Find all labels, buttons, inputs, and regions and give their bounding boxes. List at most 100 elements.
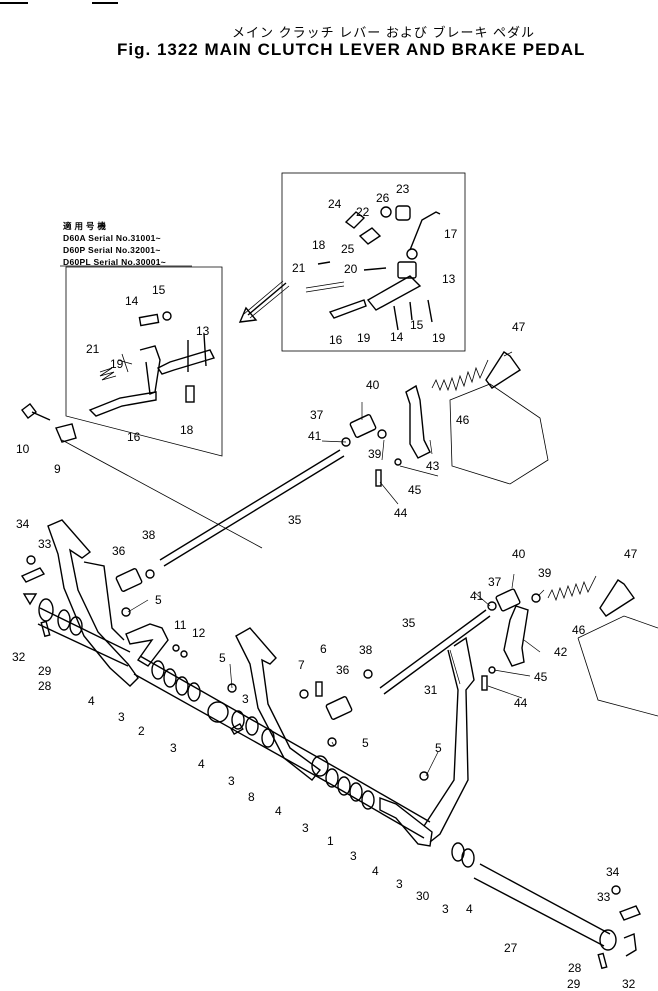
callout-47a: 47 [512, 320, 526, 334]
callout-14a: 14 [125, 294, 139, 308]
callout-24: 24 [328, 197, 342, 211]
callout-3e: 3 [302, 821, 309, 835]
callout-17: 17 [444, 227, 458, 241]
callout-32a: 32 [12, 650, 26, 664]
callout-5d: 5 [435, 741, 442, 755]
callout-35a: 35 [288, 513, 302, 527]
japanese-title: メイン クラッチ レバー および ブレーキ ペダル [232, 25, 536, 40]
callout-40a: 40 [366, 378, 380, 392]
callout-3b: 3 [170, 741, 177, 755]
callout-18b: 18 [312, 238, 326, 252]
callout-26: 26 [376, 191, 390, 205]
callout-20: 20 [344, 262, 358, 276]
callout-11: 11 [174, 618, 187, 632]
callout-1: 1 [327, 834, 334, 848]
brake-pedal-assembly [20, 351, 658, 970]
callout-13b: 13 [442, 272, 456, 286]
callout-38a: 38 [142, 528, 156, 542]
serial-line-2: D60P Serial No.32001~ [63, 245, 161, 255]
callout-29a: 29 [38, 664, 52, 678]
callout-25: 25 [341, 242, 355, 256]
inset-arrow [238, 280, 290, 323]
callout-13a: 13 [196, 324, 210, 338]
callout-27: 27 [504, 941, 518, 955]
callout-12: 12 [192, 626, 206, 640]
callout-4e: 4 [466, 902, 473, 916]
callout-46a: 46 [456, 413, 470, 427]
callout-41b: 41 [470, 589, 484, 603]
callout-22: 22 [356, 205, 370, 219]
callout-3g: 3 [396, 877, 403, 891]
figure-title: Fig. 1322 MAIN CLUTCH LEVER AND BRAKE PE… [117, 40, 586, 59]
callout-9: 9 [54, 462, 61, 476]
callout-19c: 19 [432, 331, 446, 345]
serial-line-1: D60A Serial No.31001~ [63, 233, 161, 243]
callout-16b: 16 [329, 333, 343, 347]
callout-5a: 5 [155, 593, 162, 607]
right-inset-parts [305, 205, 441, 331]
callout-3a: 3 [118, 710, 125, 724]
callout-4b: 4 [198, 757, 205, 771]
callout-18a: 18 [180, 423, 194, 437]
callout-34b: 34 [606, 865, 620, 879]
callout-34a: 34 [16, 517, 30, 531]
callout-21a: 21 [86, 342, 100, 356]
callout-5c: 5 [362, 736, 369, 750]
callout-31: 31 [424, 683, 438, 697]
callout-42: 42 [554, 645, 568, 659]
callout-44b: 44 [514, 696, 528, 710]
callout-30: 30 [416, 889, 430, 903]
callout-4a: 4 [88, 694, 95, 708]
callout-15a: 15 [152, 283, 166, 297]
callout-44a: 44 [394, 506, 408, 520]
callout-35b: 35 [402, 616, 416, 630]
inset-box-right [281, 172, 466, 352]
bolt-and-bracket [21, 403, 263, 549]
callout-19a: 19 [110, 357, 124, 371]
callout-28a: 28 [38, 679, 52, 693]
callout-33a: 33 [38, 537, 52, 551]
callout-16a: 16 [127, 430, 141, 444]
callout-7: 7 [298, 658, 305, 672]
callout-28b: 28 [568, 961, 582, 975]
callout-23: 23 [396, 182, 410, 196]
callout-40b: 40 [512, 547, 526, 561]
callout-39a: 39 [368, 447, 382, 461]
leader-lines [127, 351, 545, 777]
callout-14b: 14 [390, 330, 404, 344]
inset-box-left [65, 266, 223, 457]
callout-45a: 45 [408, 483, 422, 497]
callout-36a: 36 [112, 544, 126, 558]
callout-32b: 32 [622, 977, 636, 991]
callout-43: 43 [426, 459, 440, 473]
callout-2: 2 [138, 724, 145, 738]
callout-3d: 3 [242, 692, 249, 706]
callout-46b: 46 [572, 623, 586, 637]
callout-15b: 15 [410, 318, 424, 332]
callout-6: 6 [320, 642, 327, 656]
callout-38b: 38 [359, 643, 373, 657]
callout-21b: 21 [292, 261, 306, 275]
callout-5b: 5 [219, 651, 226, 665]
callout-8: 8 [248, 790, 255, 804]
callout-labels: 1 2 3 3 3 3 3 3 3 3 4 4 4 4 4 5 5 5 5 6 … [12, 182, 638, 991]
serial-heading: 適 用 号 機 [63, 221, 107, 231]
callout-36b: 36 [336, 663, 350, 677]
callout-47b: 47 [624, 547, 638, 561]
callout-39b: 39 [538, 566, 552, 580]
callout-10: 10 [16, 442, 30, 456]
callout-3h: 3 [442, 902, 449, 916]
callout-19b: 19 [357, 331, 371, 345]
callout-33b: 33 [597, 890, 611, 904]
callout-45b: 45 [534, 670, 548, 684]
callout-41a: 41 [308, 429, 322, 443]
callout-37a: 37 [310, 408, 324, 422]
callout-4c: 4 [275, 804, 282, 818]
callout-3f: 3 [350, 849, 357, 863]
callout-4d: 4 [372, 864, 379, 878]
callout-37b: 37 [488, 575, 502, 589]
serial-line-3: D60PL Serial No.30001~ [63, 257, 167, 267]
left-inset-parts [88, 311, 215, 417]
